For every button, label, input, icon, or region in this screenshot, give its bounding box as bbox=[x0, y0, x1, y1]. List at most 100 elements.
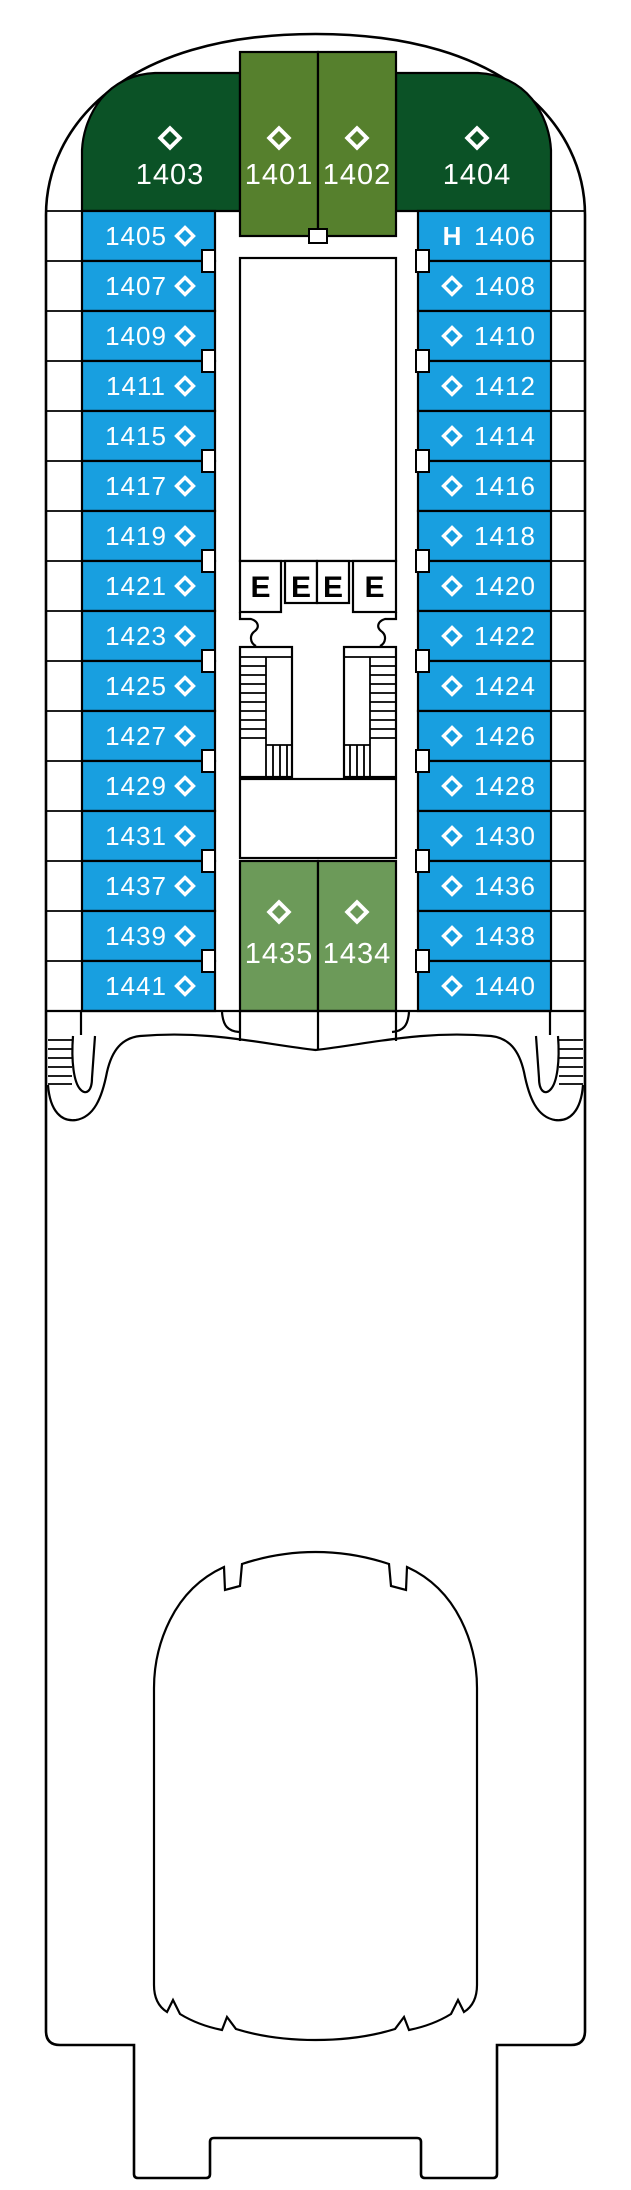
aft-center-suites: 1435 1434 bbox=[238, 859, 398, 1013]
lobby-doors bbox=[238, 612, 398, 647]
aft-structure-outline bbox=[152, 1550, 479, 2042]
cabin-1435-shape bbox=[238, 859, 320, 1013]
cabin-number: 1404 bbox=[443, 159, 512, 191]
cabin-number: 1406 bbox=[474, 221, 536, 251]
cabin-number: 1411 bbox=[106, 371, 166, 401]
cabin-number: 1418 bbox=[474, 521, 536, 551]
cabin-1431: 1431 bbox=[80, 809, 217, 863]
cabin-door-tabs bbox=[201, 249, 430, 973]
cabin-1429: 1429 bbox=[80, 759, 217, 813]
cabin-1401-shape bbox=[238, 50, 320, 238]
cabin-1437: 1437 bbox=[80, 859, 217, 913]
elevator-car bbox=[351, 559, 398, 614]
stairwell-port bbox=[238, 645, 294, 779]
cabin-number: 1435 bbox=[245, 938, 314, 970]
cabin-1438: 1438 bbox=[416, 909, 553, 963]
cabin-number: 1424 bbox=[474, 671, 536, 701]
elevator-label: E bbox=[291, 571, 311, 604]
cabin-number: 1409 bbox=[105, 321, 167, 351]
cabin-1411: 1411 bbox=[80, 359, 217, 413]
aft-fin-pocket-starboard bbox=[534, 1035, 560, 1094]
cabin-1428: 1428 bbox=[416, 759, 553, 813]
cabin-number: 1416 bbox=[474, 471, 536, 501]
cabin-1409: 1409 bbox=[80, 309, 217, 363]
balcony-dividers bbox=[46, 210, 585, 1012]
cabin-number: 1401 bbox=[245, 159, 314, 191]
elevator-label: E bbox=[364, 571, 384, 604]
cabin-number: 1421 bbox=[105, 571, 167, 601]
cabin-1416: 1416 bbox=[416, 459, 553, 513]
accessible-badge: H bbox=[443, 221, 462, 251]
cabin-number: 1405 bbox=[105, 221, 167, 251]
cabin-number: 1440 bbox=[474, 971, 536, 1001]
cabin-number: 1429 bbox=[105, 771, 167, 801]
ladder-icon bbox=[48, 1039, 72, 1085]
cabin-number: 1438 bbox=[474, 921, 536, 951]
cabin-1421: 1421 bbox=[80, 559, 217, 613]
cabin-1424: 1424 bbox=[416, 659, 553, 713]
cabin-1427: 1427 bbox=[80, 709, 217, 763]
cabin-number: 1430 bbox=[474, 821, 536, 851]
cabin-1412: 1412 bbox=[416, 359, 553, 413]
cabin-number: 1437 bbox=[105, 871, 167, 901]
cabin-1441: 1441 bbox=[80, 959, 217, 1013]
cabin-1422: 1422 bbox=[416, 609, 553, 663]
cabin-1430: 1430 bbox=[416, 809, 553, 863]
cabin-number: 1441 bbox=[105, 971, 167, 1001]
cabin-1406: H 1406 bbox=[416, 209, 553, 263]
aft-walkway bbox=[46, 1009, 585, 1122]
cabin-1423: 1423 bbox=[80, 609, 217, 663]
aft-fin-pocket-port bbox=[71, 1035, 97, 1094]
cabin-number: 1431 bbox=[105, 821, 167, 851]
cabin-number: 1403 bbox=[136, 159, 205, 191]
cabin-number: 1422 bbox=[474, 621, 536, 651]
cabin-1402-shape bbox=[316, 50, 398, 238]
cabin-number: 1427 bbox=[105, 721, 167, 751]
cabin-1414: 1414 bbox=[416, 409, 553, 463]
cabin-number: 1417 bbox=[105, 471, 167, 501]
bow-suite-door-notch bbox=[308, 228, 328, 244]
cabin-1415: 1415 bbox=[80, 409, 217, 463]
cabin-number: 1428 bbox=[474, 771, 536, 801]
cabin-number: 1410 bbox=[474, 321, 536, 351]
ladder-icon bbox=[559, 1039, 583, 1085]
cabin-1439: 1439 bbox=[80, 909, 217, 963]
cabin-number: 1414 bbox=[474, 421, 536, 451]
cabin-1419: 1419 bbox=[80, 509, 217, 563]
cabin-1434-shape bbox=[316, 859, 398, 1013]
service-room bbox=[238, 777, 398, 860]
elevator-label: E bbox=[323, 571, 343, 604]
cabin-number: 1415 bbox=[105, 421, 167, 451]
cabin-1417: 1417 bbox=[80, 459, 217, 513]
cabin-1425: 1425 bbox=[80, 659, 217, 713]
cabin-1408: 1408 bbox=[416, 259, 553, 313]
cabin-1410: 1410 bbox=[416, 309, 553, 363]
cabin-1403-shape bbox=[80, 71, 242, 213]
bow-suites: 1403 1401 1402 1404 bbox=[80, 50, 553, 244]
cabin-1426: 1426 bbox=[416, 709, 553, 763]
cabin-1436: 1436 bbox=[416, 859, 553, 913]
aft-sweep-outline bbox=[46, 1033, 585, 1122]
elevator-car bbox=[283, 559, 319, 605]
cabin-number: 1423 bbox=[105, 621, 167, 651]
elevator-car bbox=[238, 559, 283, 614]
cabin-number: 1425 bbox=[105, 671, 167, 701]
cabin-1418: 1418 bbox=[416, 509, 553, 563]
cabin-number: 1412 bbox=[474, 371, 536, 401]
cabin-number: 1436 bbox=[474, 871, 536, 901]
central-atrium bbox=[238, 256, 398, 563]
stairwell-starboard bbox=[342, 645, 398, 779]
cabin-1405: 1405 bbox=[80, 209, 217, 263]
cabin-1407: 1407 bbox=[80, 259, 217, 313]
cabin-number: 1407 bbox=[105, 271, 167, 301]
cabin-number: 1426 bbox=[474, 721, 536, 751]
elevator-car bbox=[315, 559, 351, 605]
elevator-bank: E E E E bbox=[238, 559, 398, 614]
cabin-1440: 1440 bbox=[416, 959, 553, 1013]
cabin-number: 1434 bbox=[323, 938, 392, 970]
elevator-label: E bbox=[250, 571, 270, 604]
cabin-number: 1408 bbox=[474, 271, 536, 301]
